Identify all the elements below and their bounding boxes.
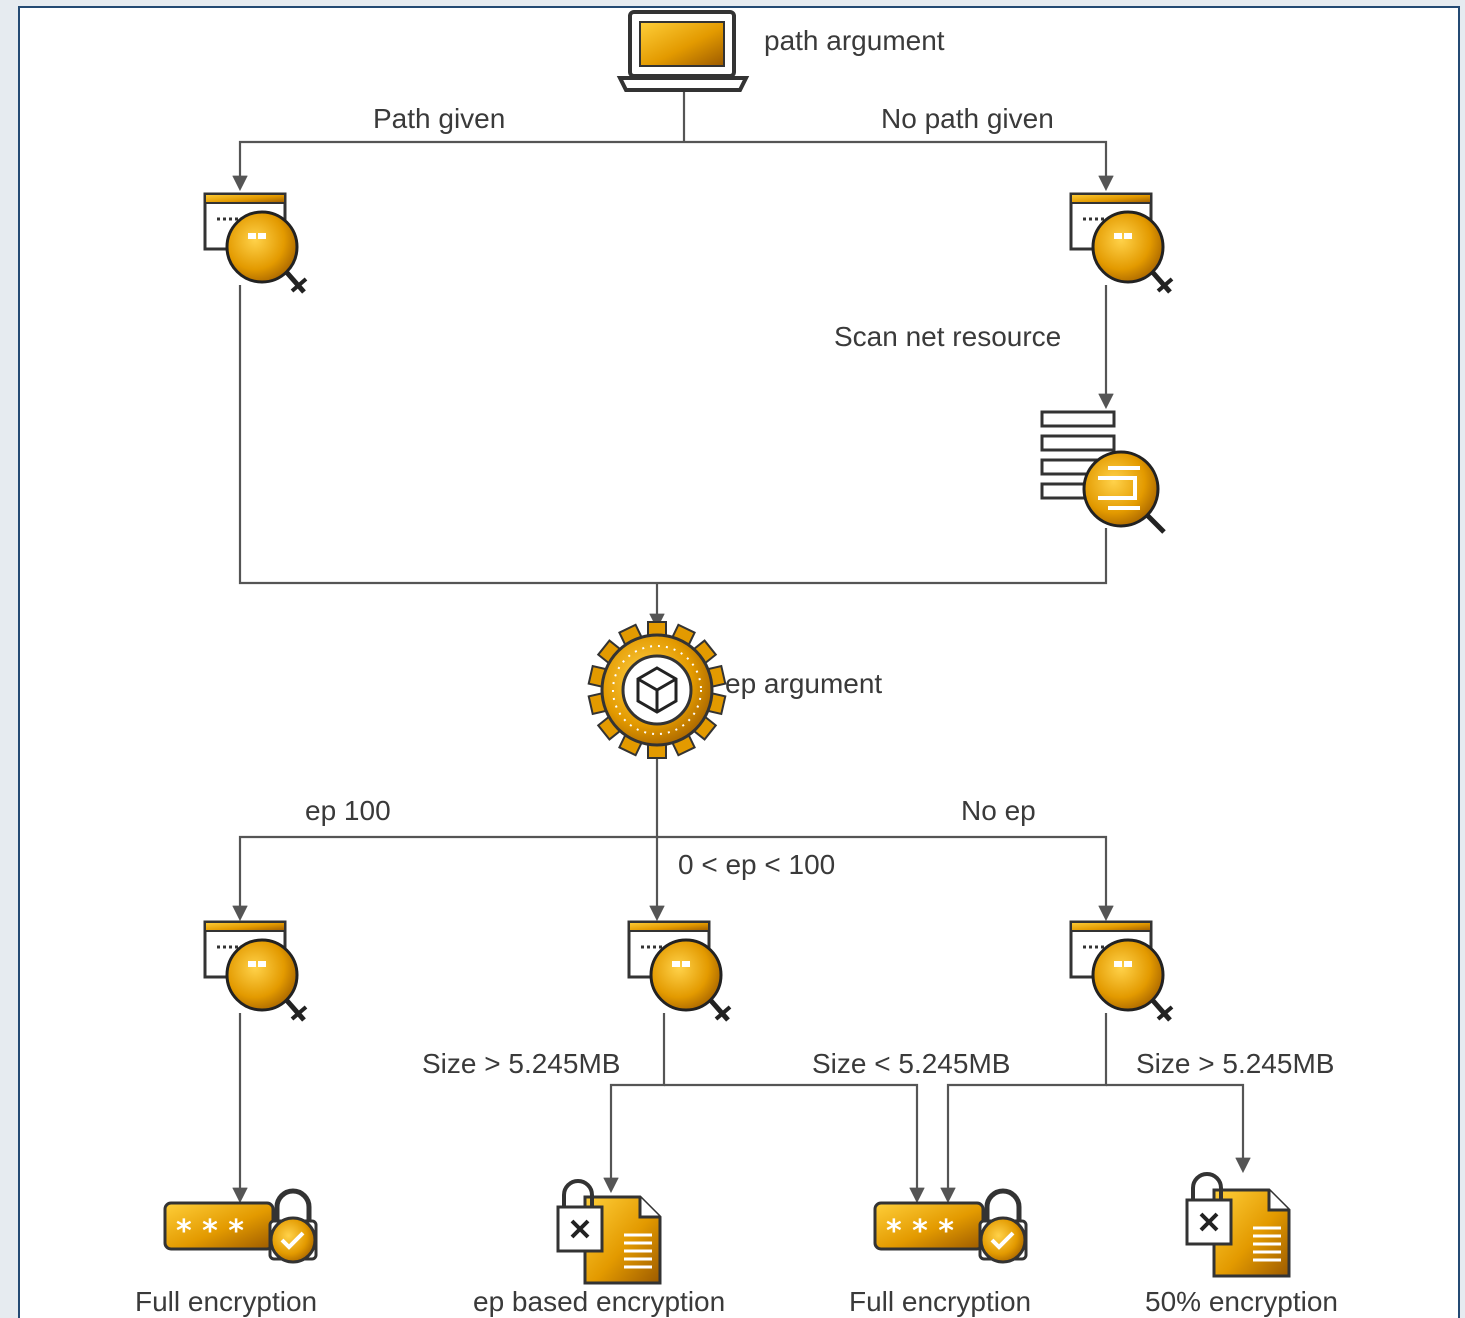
edge-label-right-size-gt: Size > 5.245MB xyxy=(1136,1048,1334,1079)
root-label: path argument xyxy=(764,25,945,56)
edge-no-path-given xyxy=(684,142,1106,188)
edge-label-ep100: ep 100 xyxy=(305,795,391,826)
password-lock-icon xyxy=(875,1191,1026,1262)
search-icon xyxy=(205,194,306,292)
outcome-label: Full encryption xyxy=(135,1286,317,1317)
edge-label-size-lt: Size < 5.245MB xyxy=(812,1048,1010,1079)
edge-right-merge xyxy=(657,528,1106,583)
edge-label-no-ep: No ep xyxy=(961,795,1036,826)
ep-argument-label: ep argument xyxy=(725,668,882,699)
outcome-label: 50% encryption xyxy=(1145,1286,1338,1317)
edge-path-given xyxy=(240,142,684,188)
locked-document-icon xyxy=(1187,1174,1289,1276)
locked-document-icon xyxy=(558,1181,660,1283)
edge-ep100 xyxy=(240,837,657,918)
edge-label-ep-range: 0 < ep < 100 xyxy=(678,849,835,880)
search-icon xyxy=(629,922,730,1020)
edge-right-size-gt xyxy=(1106,1085,1243,1170)
edge-mid-size-gt xyxy=(611,1013,664,1190)
server-scan-icon xyxy=(1042,412,1164,532)
laptop-icon xyxy=(620,12,746,90)
edges xyxy=(240,90,1243,1200)
search-icon xyxy=(1071,194,1172,292)
edge-label-path-given: Path given xyxy=(373,103,505,134)
edge-left-merge xyxy=(240,285,657,583)
outcome-label: ep based encryption xyxy=(473,1286,725,1317)
search-icon xyxy=(1071,922,1172,1020)
edge-label-mid-size-gt: Size > 5.245MB xyxy=(422,1048,620,1079)
gear-icon xyxy=(589,622,726,758)
edge-label-scan-net: Scan net resource xyxy=(834,321,1061,352)
search-icon xyxy=(205,922,306,1020)
password-lock-icon xyxy=(165,1191,316,1262)
edge-mid-size-lt xyxy=(664,1085,917,1200)
outcome-label: Full encryption xyxy=(849,1286,1031,1317)
edge-label-no-path-given: No path given xyxy=(881,103,1054,134)
edge-right-size-lt xyxy=(948,1013,1106,1200)
